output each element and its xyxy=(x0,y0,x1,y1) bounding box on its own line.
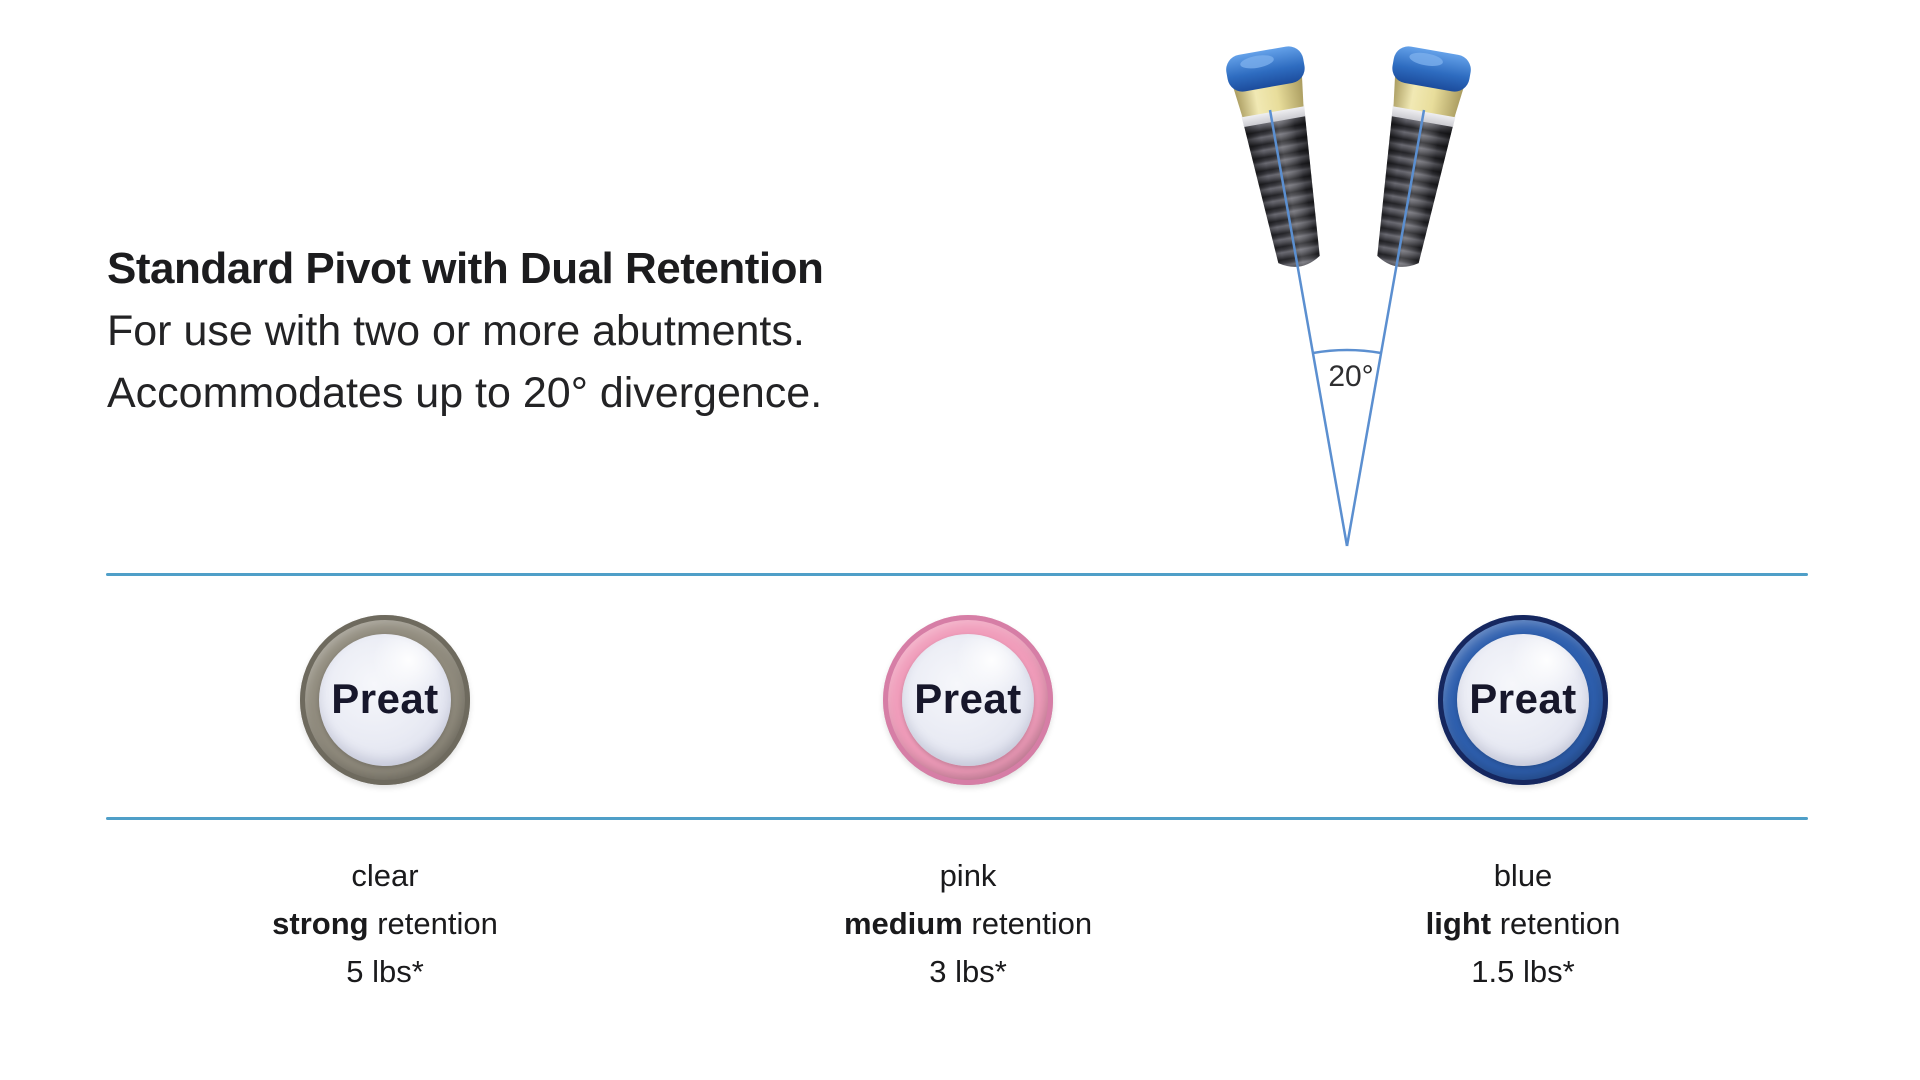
caption-force: 1.5 lbs* xyxy=(1471,954,1575,989)
caption-blue: blue light retention 1.5 lbs* xyxy=(1223,852,1823,996)
axis-line-right xyxy=(1345,109,1426,547)
caption-color: pink xyxy=(939,858,997,893)
implant-icon-right xyxy=(1377,46,1471,267)
preat-cap-blue: Preat xyxy=(1438,615,1608,785)
cap-face: Preat xyxy=(1457,634,1589,766)
strength-word: strong xyxy=(272,906,369,941)
caption-force: 5 lbs* xyxy=(346,954,424,989)
implant-divergence-diagram: 20° xyxy=(1226,46,1471,547)
brand-label: Preat xyxy=(331,675,439,722)
divider-top xyxy=(106,573,1808,576)
angle-label: 20° xyxy=(1328,360,1373,393)
subtitle-line-2: Accommodates up to 20° divergence. xyxy=(107,369,823,417)
caption-clear: clear strong retention 5 lbs* xyxy=(85,852,685,996)
caption-force: 3 lbs* xyxy=(929,954,1007,989)
caption-retention: medium retention xyxy=(668,900,1268,948)
headline-block: Standard Pivot with Dual Retention For u… xyxy=(107,238,1007,424)
caption-retention: light retention xyxy=(1223,900,1823,948)
brand-label: Preat xyxy=(1469,675,1577,722)
retention-word: retention xyxy=(377,906,498,941)
caption-color: clear xyxy=(351,858,419,893)
preat-cap-clear: Preat xyxy=(300,615,470,785)
page-title: Standard Pivot with Dual Retention xyxy=(107,244,824,293)
caption-retention: strong retention xyxy=(85,900,685,948)
strength-word: medium xyxy=(843,906,963,941)
axis-line-left xyxy=(1268,109,1349,547)
cap-face: Preat xyxy=(319,634,451,766)
angle-arc xyxy=(1312,348,1382,355)
retention-word: retention xyxy=(971,906,1093,941)
implant-icon-left xyxy=(1226,46,1320,267)
brand-label: Preat xyxy=(914,675,1022,722)
caption-pink: pink medium retention 3 lbs* xyxy=(668,852,1268,996)
retention-word: retention xyxy=(1499,906,1621,941)
preat-cap-pink: Preat xyxy=(883,615,1053,785)
divider-bottom xyxy=(106,817,1808,820)
subtitle-line-1: For use with two or more abutments. xyxy=(107,307,805,355)
strength-word: light xyxy=(1425,906,1492,941)
caption-color: blue xyxy=(1493,858,1553,893)
cap-face: Preat xyxy=(902,634,1034,766)
